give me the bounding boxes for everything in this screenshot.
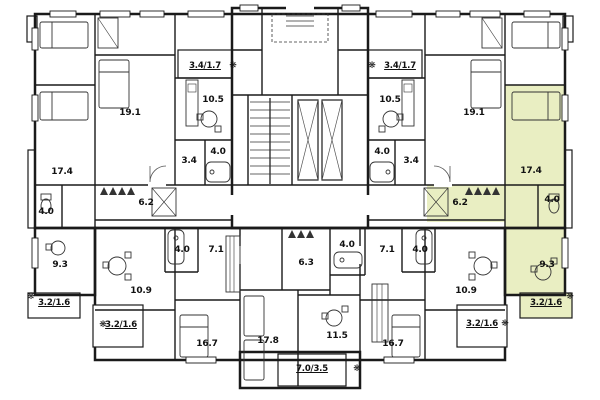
balcony-bottom-left <box>92 304 144 348</box>
area-label-room10-right: 10.9 <box>455 286 477 296</box>
sun-icon: ❋ <box>368 61 376 71</box>
area-label-bath4-bottom-right: 4.0 <box>412 245 428 255</box>
area-label-living-right: 19.1 <box>463 108 485 118</box>
area-label-balcony-left-mid: 3.2/1.6 <box>38 298 70 308</box>
balconies <box>26 15 574 387</box>
sun-icon: ❋ <box>566 292 574 302</box>
highlight-balcony <box>520 293 572 318</box>
entrance-steps <box>286 15 314 27</box>
area-label-kitchen-right: 10.5 <box>379 95 401 105</box>
toilets <box>40 193 560 214</box>
tables <box>45 110 558 327</box>
sun-icon: ❋ <box>99 320 107 330</box>
area-label-bath4-bottom-left: 4.0 <box>174 245 190 255</box>
area-label-room9-left: 9.3 <box>52 260 68 270</box>
area-label-room17-left: 17.4 <box>51 167 73 177</box>
door-openings <box>148 5 452 264</box>
area-label-hall-left: 3.4 <box>181 156 197 166</box>
area-label-corridor6-center: 6.3 <box>298 258 314 268</box>
area-label-hall7-right: 7.1 <box>379 245 395 255</box>
area-label-wc-right: 4.0 <box>544 195 560 205</box>
area-label-room11-center: 11.5 <box>326 331 348 341</box>
bathtubs <box>167 161 433 269</box>
area-label-corridor-right: 6.2 <box>452 198 468 208</box>
area-label-wc-left: 4.0 <box>38 207 54 217</box>
sun-icon: ❋ <box>501 319 509 329</box>
balcony-bottom-center <box>277 353 347 387</box>
sun-icon: ❋ <box>353 364 361 374</box>
area-label-bath-left: 4.0 <box>210 147 226 157</box>
area-label-room9-right: 9.3 <box>539 260 555 270</box>
area-label-balcony-bottom-left: 3.2/1.6 <box>105 320 137 330</box>
balcony-left-mid <box>27 292 81 319</box>
windows <box>31 4 569 364</box>
balcony-bottom-right <box>456 304 508 348</box>
area-label-room16-right: 16.7 <box>382 339 404 349</box>
area-label-hall-right: 3.4 <box>403 156 419 166</box>
area-label-loggia-top-left: 3.4/1.7 <box>189 61 221 71</box>
area-label-balcony-right-mid: 3.2/1.6 <box>530 298 562 308</box>
stairwell <box>250 13 329 184</box>
area-label-hall7-left: 7.1 <box>208 245 224 255</box>
area-label-bath-right: 4.0 <box>374 147 390 157</box>
bay-right-edge <box>564 149 573 229</box>
sun-icon: ❋ <box>229 61 237 71</box>
area-label-balcony-bottom-center: 7.0/3.5 <box>296 364 328 374</box>
area-label-room16-left: 16.7 <box>196 339 218 349</box>
area-label-room10-left: 10.9 <box>130 286 152 296</box>
area-label-corridor-left: 6.2 <box>138 198 154 208</box>
bay-left-edge <box>27 149 36 229</box>
door-swings <box>149 165 451 183</box>
area-label-loggia-top-right: 3.4/1.7 <box>384 61 416 71</box>
area-label-living-left: 19.1 <box>119 108 141 118</box>
area-label-balcony-bottom-right: 3.2/1.6 <box>466 319 498 329</box>
area-label-bath4-center: 4.0 <box>339 240 355 250</box>
area-label-room17-8-center: 17.8 <box>257 336 279 346</box>
sun-icon: ❋ <box>27 292 35 302</box>
area-label-kitchen-left: 10.5 <box>202 95 224 105</box>
elevator-shafts <box>297 99 343 181</box>
area-label-room17-right: 17.4 <box>520 166 542 176</box>
beds <box>39 21 561 381</box>
entrance-canopy <box>271 13 329 43</box>
coat-hooks <box>100 187 500 238</box>
wardrobes <box>97 17 503 343</box>
balcony-right-mid <box>519 292 573 319</box>
highlight-room-9-3 <box>505 222 565 295</box>
